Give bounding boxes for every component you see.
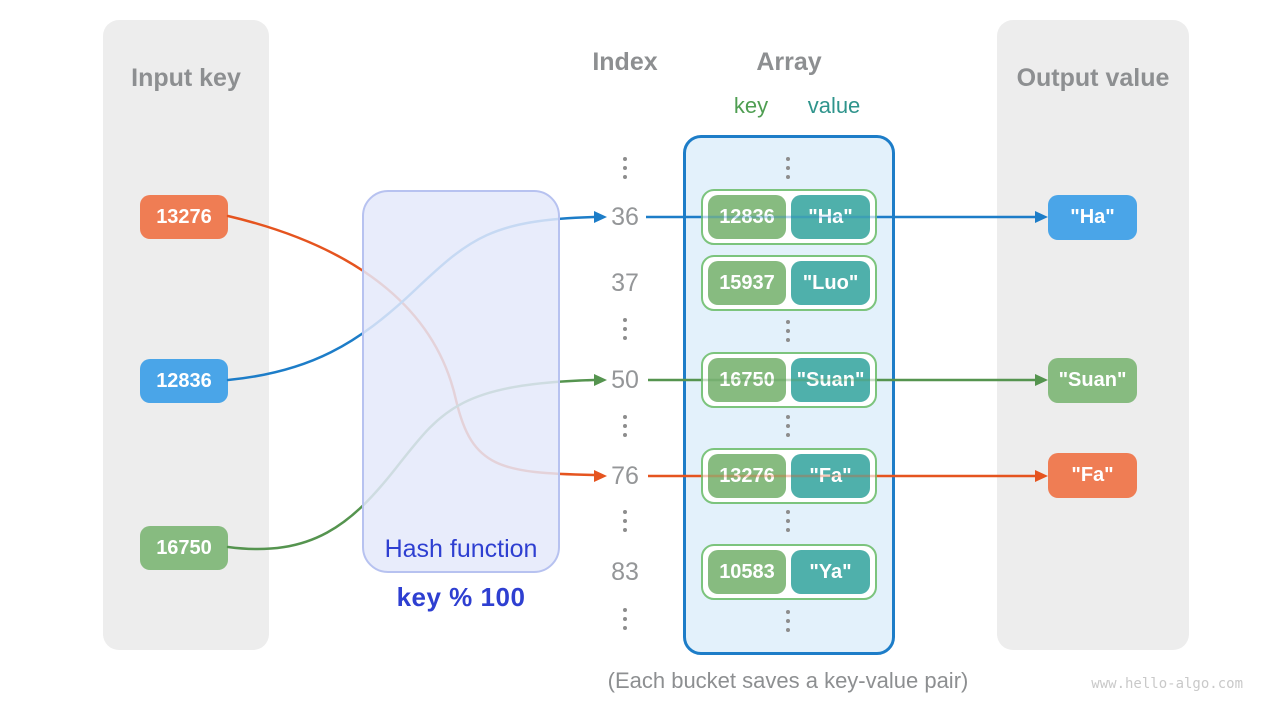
bucket-value: "Fa" [791, 454, 870, 498]
bucket-row-37: 15937 "Luo" [701, 255, 877, 311]
output-value-ha: "Ha" [1048, 195, 1137, 240]
vertical-ellipsis-icon [623, 157, 627, 179]
bucket-key: 13276 [708, 454, 786, 498]
bucket-value: "Luo" [791, 261, 870, 305]
vertical-ellipsis-icon [786, 510, 790, 532]
index-50: 50 [611, 366, 639, 394]
vertical-ellipsis-icon [786, 415, 790, 437]
output-value-panel: Output value [997, 20, 1189, 650]
vertical-ellipsis-icon [786, 610, 790, 632]
diagram-caption: (Each bucket saves a key-value pair) [607, 668, 969, 693]
bucket-row-76: 13276 "Fa" [701, 448, 877, 504]
bucket-value: "Ya" [791, 550, 870, 594]
output-value-suan: "Suan" [1048, 358, 1137, 403]
vertical-ellipsis-icon [623, 318, 627, 340]
watermark-url: www.hello-algo.com [1091, 676, 1243, 692]
index-83: 83 [611, 558, 639, 586]
input-key-12836: 12836 [140, 359, 228, 403]
bucket-key: 15937 [708, 261, 786, 305]
output-panel-title: Output value [1016, 64, 1170, 92]
index-76: 76 [611, 462, 639, 490]
vertical-ellipsis-icon [786, 320, 790, 342]
index-37: 37 [611, 269, 639, 297]
hash-function-box: Hash function key % 100 [362, 190, 560, 612]
vertical-ellipsis-icon [786, 157, 790, 179]
bucket-row-50: 16750 "Suan" [701, 352, 877, 408]
vertical-ellipsis-icon [623, 415, 627, 437]
input-panel-title: Input key [131, 64, 241, 92]
bucket-value: "Ha" [791, 195, 870, 239]
bucket-key: 12836 [708, 195, 786, 239]
input-key-16750: 16750 [140, 526, 228, 570]
hash-formula-label: key % 100 [396, 582, 526, 612]
index-column-header: Index [592, 48, 658, 76]
bucket-row-36: 12836 "Ha" [701, 189, 877, 245]
vertical-ellipsis-icon [623, 510, 627, 532]
hash-function-label: Hash function [384, 535, 538, 563]
bucket-value: "Suan" [791, 358, 870, 402]
value-column-label: value [807, 93, 861, 118]
input-key-13276: 13276 [140, 195, 228, 239]
output-value-fa: "Fa" [1048, 453, 1137, 498]
key-column-label: key [733, 93, 769, 118]
vertical-ellipsis-icon [623, 608, 627, 630]
bucket-key: 16750 [708, 358, 786, 402]
array-column-header: Array [756, 48, 822, 76]
bucket-row-83: 10583 "Ya" [701, 544, 877, 600]
bucket-key: 10583 [708, 550, 786, 594]
index-36: 36 [611, 203, 639, 231]
